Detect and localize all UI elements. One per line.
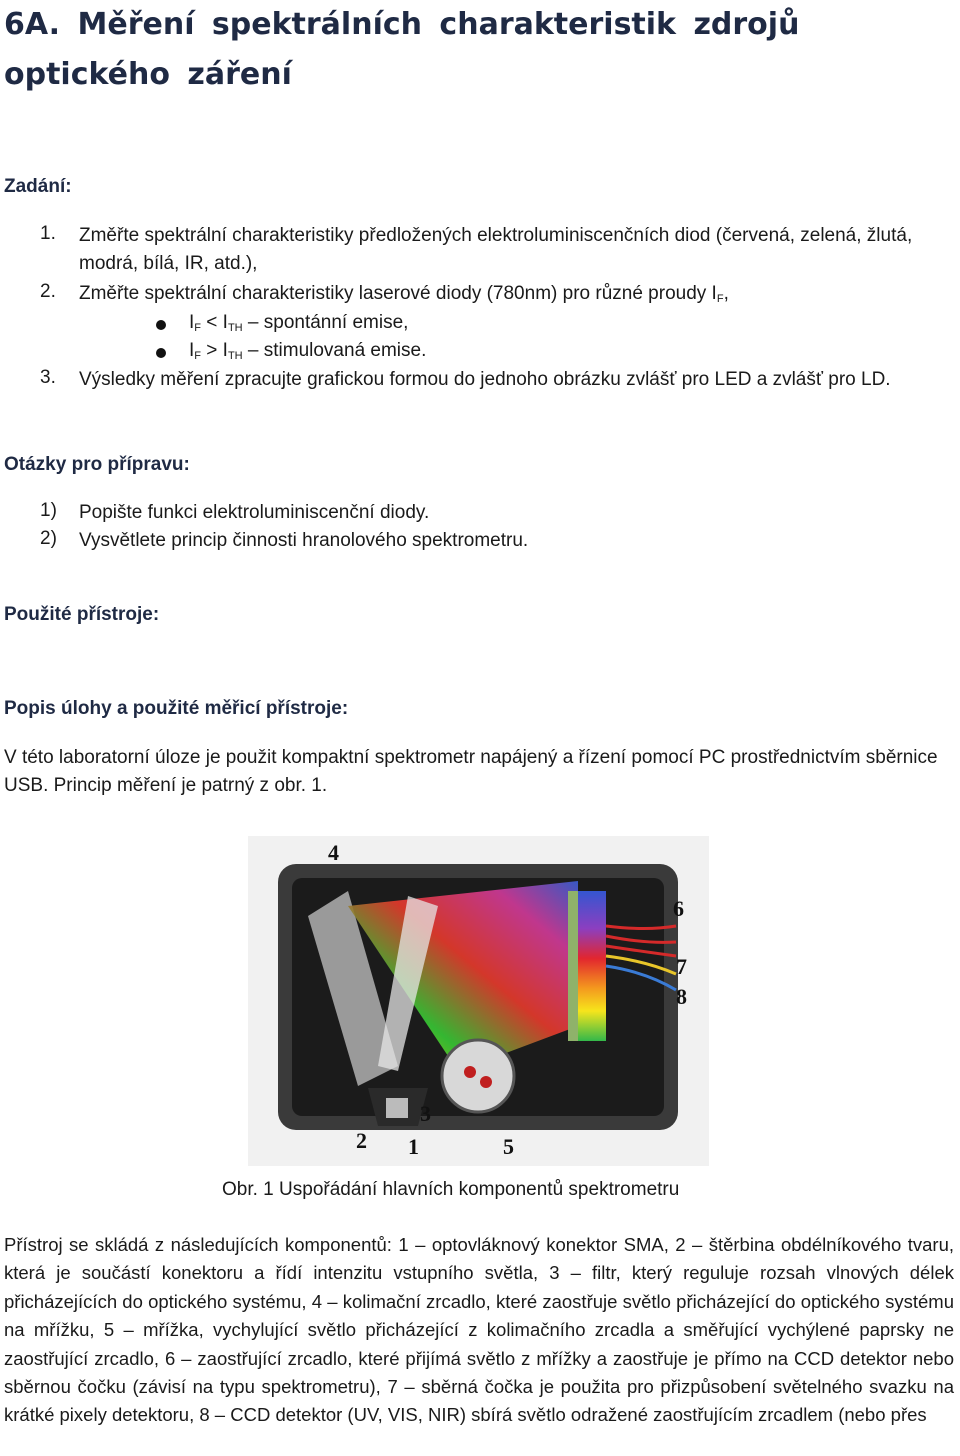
question-number-2: 2) — [40, 528, 57, 549]
description-intro: V této laboratorní úloze je použit kompa… — [4, 747, 938, 796]
entrance-slit — [386, 1098, 408, 1118]
figure-label-5: 5 — [503, 1134, 514, 1159]
figure-label-4: 4 — [328, 840, 339, 865]
collecting-lens — [568, 891, 578, 1041]
question-number-1: 1) — [40, 500, 57, 521]
assignment-item-1: Změřte spektrální charakteristiky předlo… — [79, 225, 913, 274]
ccd-detector — [578, 891, 606, 1041]
assignment-number-1: 1. — [40, 223, 56, 244]
figure-label-3: 3 — [420, 1101, 431, 1126]
assignment-item-2: Změřte spektrální charakteristiky lasero… — [79, 283, 729, 305]
questions-heading: Otázky pro přípravu: — [4, 454, 190, 475]
bullet-icon — [156, 320, 166, 330]
assignment-number-2: 2. — [40, 281, 56, 302]
spectrometer-figure: 4 6 7 8 3 2 1 5 — [248, 836, 709, 1166]
assignment-number-3: 3. — [40, 367, 56, 388]
description-heading: Popis úlohy a použité měřicí přístroje: — [4, 698, 349, 719]
bullet-icon — [156, 348, 166, 358]
instruments-heading: Použité přístroje: — [4, 604, 160, 625]
question-item-1: Popište funkci elektroluminiscenční diod… — [79, 502, 430, 523]
figure-caption: Obr. 1 Uspořádání hlavních komponentů sp… — [222, 1179, 680, 1200]
figure-label-6: 6 — [673, 896, 684, 921]
bullet-item-stimulated: IF > ITH – stimulovaná emise. — [189, 340, 427, 362]
bullet-item-spontaneous: IF < ITH – spontánní emise, — [189, 312, 409, 334]
page-title: 6A. Měření spektrálních charakteristik z… — [4, 7, 800, 92]
detector-cables — [605, 924, 677, 958]
grating-mount — [440, 1038, 516, 1114]
figure-label-7: 7 — [676, 954, 687, 979]
collimating-mirror — [308, 891, 398, 1086]
figure-label-1: 1 — [408, 1134, 419, 1159]
assignment-item-3: Výsledky měření zpracujte grafickou form… — [79, 369, 891, 390]
question-item-2: Vysvětlete princip činnosti hranolového … — [79, 530, 529, 551]
incident-light-beam — [378, 896, 438, 1071]
figure-label-2: 2 — [356, 1128, 367, 1153]
assignment-heading: Zadání: — [4, 176, 72, 197]
components-description: Přístroj se skládá z následujících kompo… — [4, 1234, 954, 1426]
figure-label-8: 8 — [676, 984, 687, 1009]
